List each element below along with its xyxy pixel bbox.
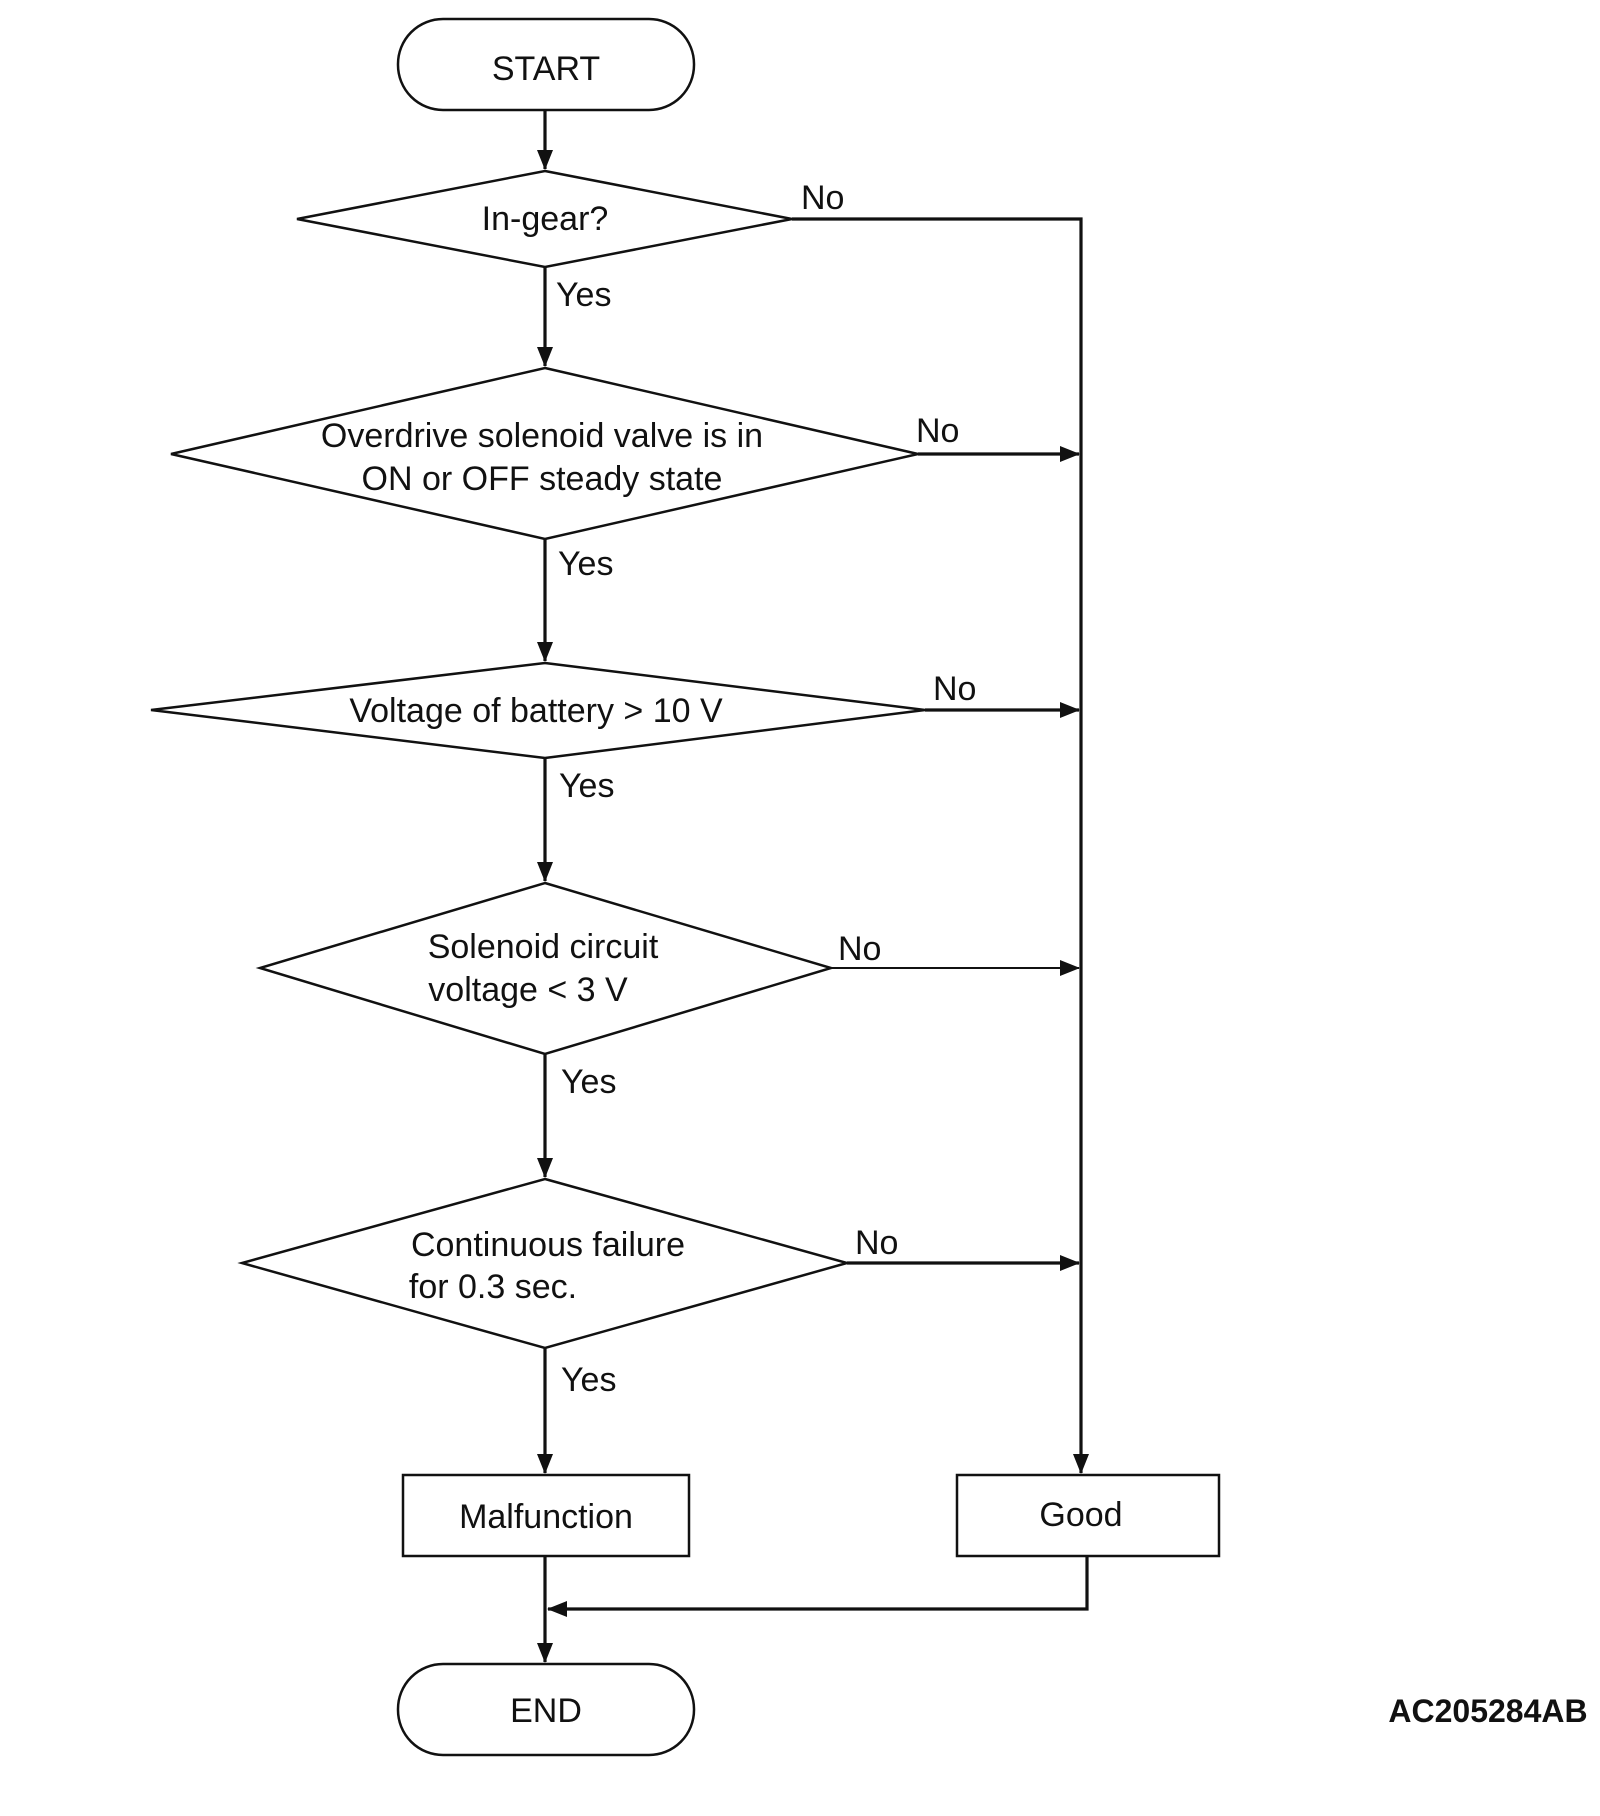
no-label-circuit-voltage: No xyxy=(838,930,881,968)
continuous-failure-label-line1: Continuous failure xyxy=(411,1226,685,1264)
good-box: Good xyxy=(955,1473,1221,1558)
no-label-in-gear: No xyxy=(801,179,844,217)
solenoid-state-label-line2: ON or OFF steady state xyxy=(362,460,723,498)
battery-voltage-label: Voltage of battery > 10 V xyxy=(349,692,723,730)
edge-in-gear-no xyxy=(792,217,1089,1474)
good-label: Good xyxy=(1039,1496,1122,1534)
edge-good-to-end xyxy=(547,1556,1089,1617)
solenoid-state-decision: Overdrive solenoid valve is in ON or OFF… xyxy=(170,366,919,541)
malfunction-box: Malfunction xyxy=(401,1473,691,1558)
circuit-voltage-decision: Solenoid circuit voltage < 3 V xyxy=(255,881,836,1056)
figure-id: AC205284AB xyxy=(1388,1693,1587,1729)
yes-label-circuit-voltage: Yes xyxy=(561,1063,616,1101)
solenoid-state-label-line1: Overdrive solenoid valve is in xyxy=(321,417,763,455)
circuit-voltage-label-line1: Solenoid circuit xyxy=(428,928,659,966)
no-edges xyxy=(547,217,1089,1617)
battery-voltage-decision: Voltage of battery > 10 V xyxy=(150,661,926,760)
in-gear-label: In-gear? xyxy=(482,200,609,238)
no-label-solenoid-state: No xyxy=(916,412,959,450)
malfunction-label: Malfunction xyxy=(459,1498,633,1536)
in-gear-decision: In-gear? xyxy=(296,169,793,269)
start-label: START xyxy=(492,50,600,88)
yes-label-solenoid-state: Yes xyxy=(558,545,613,583)
end-label: END xyxy=(510,1692,582,1730)
continuous-failure-label-line2: for 0.3 sec. xyxy=(409,1268,577,1306)
continuous-failure-decision: Continuous failure for 0.3 sec. xyxy=(237,1177,852,1350)
end-terminator: END xyxy=(396,1662,696,1757)
yes-label-battery-voltage: Yes xyxy=(559,767,614,805)
circuit-voltage-label-line2: voltage < 3 V xyxy=(428,971,628,1009)
no-label-continuous-failure: No xyxy=(855,1224,898,1262)
yes-label-continuous-failure: Yes xyxy=(561,1361,616,1399)
no-label-battery-voltage: No xyxy=(933,670,976,708)
yes-label-in-gear: Yes xyxy=(556,276,611,314)
start-terminator: START xyxy=(396,17,696,112)
edge-labels: No Yes No Yes No Yes No Yes No Yes xyxy=(556,179,976,1399)
